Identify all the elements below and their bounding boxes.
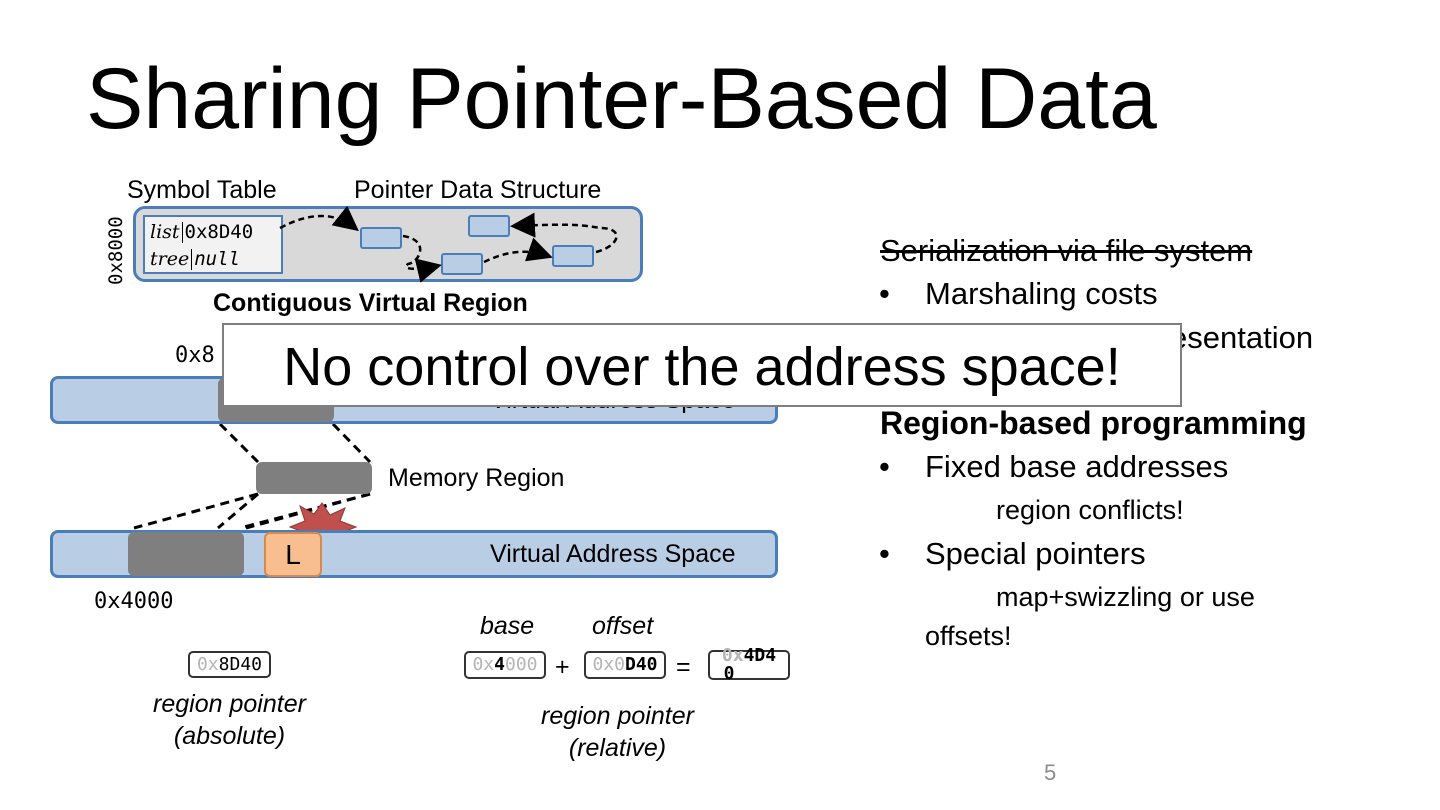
bullet-marshaling: Marshaling costs	[879, 276, 1158, 312]
pointer-value: D40	[625, 654, 658, 675]
lower-mapped-region	[128, 532, 244, 576]
pointer-value-wrap: 0	[723, 663, 735, 684]
symbol-value: 0x8D40	[184, 221, 254, 243]
bullet-fixed-base: Fixed base addresses	[879, 449, 1228, 485]
absolute-caption-line2: (absolute)	[173, 722, 286, 750]
symbol-value: null	[194, 248, 240, 270]
base-label: base	[480, 612, 535, 640]
lower-address-label: 0x4000	[94, 589, 174, 614]
bullet-representation-partial: esentation	[1170, 320, 1314, 355]
conflicting-region-block: L	[264, 532, 322, 577]
bullet-special-pointers: Special pointers	[879, 536, 1145, 572]
pointer-suffix: 000	[505, 654, 538, 675]
base-pointer-box: 0x4000	[464, 651, 546, 679]
pointer-value: 4D4	[743, 645, 777, 666]
sub-swizzling-line1: map+swizzling or use	[996, 582, 1255, 612]
absolute-caption-line1: region pointer	[153, 690, 306, 718]
symbol-name: list	[150, 221, 180, 243]
page-number: 5	[1044, 760, 1057, 785]
pointer-prefix: 0x0	[592, 654, 625, 675]
relative-caption-line1: region pointer	[541, 702, 694, 730]
contiguous-region-label: Contiguous Virtual Region	[213, 289, 528, 317]
absolute-pointer-box: 0x8D40	[188, 651, 271, 678]
pointer-prefix: 0x	[472, 654, 495, 675]
pointer-prefix: 0x	[721, 645, 744, 666]
plus-sign: +	[555, 653, 570, 681]
memory-region-label: Memory Region	[388, 464, 565, 492]
equals-sign: =	[676, 653, 691, 681]
symbol-table-label: Symbol Table	[127, 176, 277, 204]
struck-heading: Serialization via file system	[880, 233, 1253, 268]
pointer-value: 8D40	[218, 654, 263, 675]
upper-address-label: 0x8	[175, 343, 215, 368]
pointer-prefix: 0x	[196, 654, 219, 675]
address-space-callout: No control over the address space!	[222, 323, 1182, 407]
pointer-node	[360, 227, 402, 249]
pointer-value: 4	[494, 654, 505, 675]
offset-pointer-box: 0x0D40	[584, 651, 666, 679]
lower-address-space-label: Virtual Address Space	[490, 540, 736, 568]
offset-label: offset	[592, 612, 654, 640]
pointer-node	[468, 215, 510, 237]
sub-swizzling-line2: offsets!	[925, 621, 1012, 651]
sub-region-conflicts: region conflicts!	[996, 495, 1184, 525]
memory-region-block	[256, 462, 372, 494]
slide-title: Sharing Pointer-Based Data	[86, 51, 1157, 147]
result-pointer-box: 0x4D4 0	[708, 646, 790, 684]
symbol-name: tree	[150, 248, 190, 270]
relative-caption-line2: (relative)	[568, 734, 667, 762]
region-programming-heading: Region-based programming	[880, 405, 1307, 441]
pointer-data-structure-label: Pointer Data Structure	[354, 176, 602, 204]
pointer-node	[552, 245, 594, 267]
pointer-node	[441, 253, 483, 275]
